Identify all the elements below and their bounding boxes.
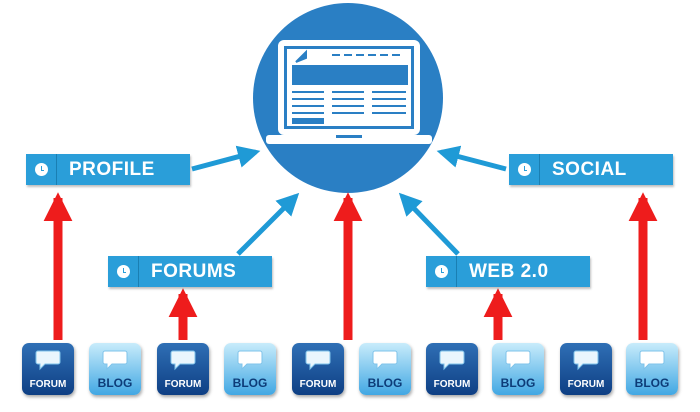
label-forums: FORUMS	[108, 256, 272, 287]
forum-tile: FORUM	[292, 343, 344, 395]
label-web20-text: WEB 2.0	[469, 260, 549, 282]
label-forums-text: FORUMS	[151, 260, 237, 282]
forum-tile: FORUM	[426, 343, 478, 395]
clock-icon	[26, 154, 57, 185]
tile-label: BLOG	[500, 376, 536, 390]
tile-label: FORUM	[567, 379, 605, 390]
tile-label: FORUM	[29, 379, 67, 390]
tile-label: FORUM	[164, 379, 202, 390]
red-arrows	[43, 192, 658, 340]
hub-laptop-icon	[253, 3, 443, 193]
chat-bubble-icon	[35, 350, 61, 371]
arrow-forums-to-hub	[236, 192, 300, 256]
blog-tile: BLOG	[89, 343, 141, 395]
chat-bubble-icon	[305, 350, 331, 371]
label-profile: PROFILE	[26, 154, 190, 185]
clock-icon	[426, 256, 457, 287]
chat-bubble-icon	[237, 350, 263, 371]
label-social-text: SOCIAL	[552, 158, 627, 180]
blog-tile: BLOG	[359, 343, 411, 395]
chat-bubble-icon	[505, 350, 531, 371]
chat-bubble-icon	[102, 350, 128, 371]
chat-bubble-icon	[639, 350, 665, 371]
label-profile-text: PROFILE	[69, 158, 155, 180]
chat-bubble-icon	[439, 350, 465, 371]
arrow-web20-to-hub	[398, 192, 460, 256]
forum-tile: FORUM	[22, 343, 74, 395]
tile-label: FORUM	[299, 379, 337, 390]
label-web20: WEB 2.0	[426, 256, 590, 287]
tile-label: BLOG	[367, 376, 403, 390]
tile-label: BLOG	[232, 376, 268, 390]
blog-tile: BLOG	[224, 343, 276, 395]
blue-arrows	[191, 145, 507, 256]
label-social: SOCIAL	[509, 154, 673, 185]
forum-tile: FORUM	[157, 343, 209, 395]
blog-tile: BLOG	[626, 343, 678, 395]
blog-tile: BLOG	[492, 343, 544, 395]
tile-label: FORUM	[433, 379, 471, 390]
tile-label: BLOG	[97, 376, 133, 390]
arrow-social-to-hub	[436, 145, 507, 172]
clock-icon	[509, 154, 540, 185]
arrow-profile-to-hub	[191, 145, 261, 172]
chat-bubble-icon	[573, 350, 599, 371]
chat-bubble-icon	[170, 350, 196, 371]
clock-icon	[108, 256, 139, 287]
chat-bubble-icon	[372, 350, 398, 371]
forum-tile: FORUM	[560, 343, 612, 395]
tile-label: BLOG	[634, 376, 670, 390]
